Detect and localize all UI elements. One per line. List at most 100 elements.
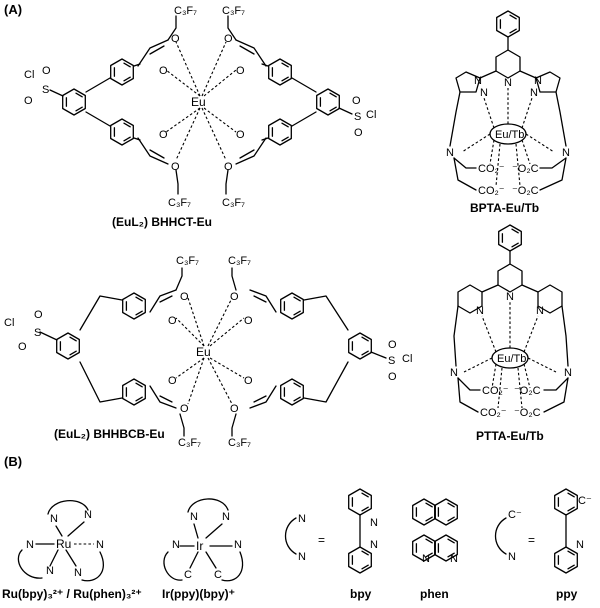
o-atom: O — [42, 65, 51, 77]
bptta-structure: N N N N N Eu/Tb N N CO₂⁻ CO₂⁻ ⁻O₂C ⁻O₂C … — [446, 10, 570, 215]
c3f7-group: C₃F₇ — [174, 5, 197, 17]
carboxylate-group: CO₂⁻ — [478, 163, 505, 175]
eutb-atom: Eu/Tb — [497, 353, 526, 365]
n-atom: N — [536, 305, 544, 317]
n-atom: N — [234, 539, 242, 551]
n-atom: N — [450, 553, 458, 565]
n-atom: N — [564, 367, 572, 379]
ppy-label: ppy — [556, 587, 578, 601]
bhhct-eu-structure: Eu O O C₃F₇ O O C₃F₇ O O C₃F₇ O O C₃F — [24, 5, 376, 229]
o-atom: O — [180, 403, 189, 415]
c3f7-group: C₃F₇ — [228, 437, 251, 449]
c-atom: C — [184, 569, 192, 581]
n-atom: N — [530, 87, 538, 99]
cminus-atom: C⁻ — [508, 509, 522, 521]
o-atom: O — [24, 95, 33, 107]
carboxylate-group: CO₂⁻ — [480, 407, 507, 419]
o-atom: O — [388, 371, 397, 383]
o-atom: O — [34, 309, 43, 321]
o-atom: O — [224, 33, 233, 45]
o-atom: O — [236, 129, 245, 141]
ir-complex-label: Ir(ppy)(bpy)⁺ — [162, 587, 235, 601]
n-atom: N — [446, 147, 454, 159]
c3f7-group: C₃F₇ — [222, 197, 245, 209]
n-atom: N — [96, 539, 104, 551]
o-atom: O — [244, 315, 253, 327]
cl-atom: Cl — [4, 317, 14, 329]
n-atom: N — [562, 147, 570, 159]
n-atom: N — [534, 75, 542, 87]
o-atom: O — [159, 65, 168, 77]
n-atom: N — [474, 75, 482, 87]
n-atom: N — [370, 539, 378, 551]
n-atom: N — [576, 539, 584, 551]
o-atom: O — [244, 375, 253, 387]
cl-atom: Cl — [24, 69, 34, 81]
n-atom: N — [298, 551, 306, 563]
o-atom: O — [388, 339, 397, 351]
ptta-label: PTTA-Eu/Tb — [476, 429, 544, 443]
o-atom: O — [168, 315, 177, 327]
n-atom: N — [46, 565, 54, 577]
s-atom: S — [388, 355, 395, 367]
carboxylate-group: CO₂⁻ — [478, 185, 505, 197]
n-atom: N — [504, 77, 512, 89]
o-atom: O — [230, 403, 239, 415]
cminus-atom: C⁻ — [578, 495, 592, 507]
c3f7-group: C₃F₇ — [176, 255, 199, 267]
c-atom: C — [214, 569, 222, 581]
ppy-ligand: C⁻ N = C⁻ N ppy — [494, 488, 592, 601]
carboxylate-group: CO₂⁻ — [482, 385, 509, 397]
n-atom: N — [190, 511, 198, 523]
ru-complex-structure: Ru N N N N N N Ru(bpy)₃²⁺ / Ru(phen)₃²⁺ — [2, 500, 142, 601]
n-atom: N — [222, 511, 230, 523]
bpy-label: bpy — [350, 587, 372, 601]
n-atom: N — [84, 509, 92, 521]
o-atom: O — [168, 375, 177, 387]
c3f7-group: C₃F₇ — [168, 197, 191, 209]
n-atom: N — [480, 87, 488, 99]
panel-b-label: (B) — [4, 454, 22, 469]
ptta-structure: N N N Eu/Tb N N CO₂⁻ CO₂⁻ ⁻O₂C ⁻O₂C PTTA… — [450, 224, 572, 443]
ir-atom: Ir — [196, 539, 203, 553]
o-atom: O — [352, 95, 361, 107]
eu-atom: Eu — [191, 95, 206, 109]
o-atom: O — [18, 341, 27, 353]
bpy-ligand: N N = N N bpy — [284, 488, 378, 601]
n-atom: N — [50, 513, 58, 525]
n-atom: N — [476, 305, 484, 317]
cl-atom: Cl — [366, 109, 376, 121]
o-atom: O — [236, 65, 245, 77]
n-atom: N — [74, 567, 82, 579]
n-atom: N — [506, 291, 514, 303]
phen-ligand: N N phen — [412, 498, 458, 601]
c3f7-group: C₃F₇ — [178, 437, 201, 449]
n-atom: N — [422, 553, 430, 565]
eu-atom: Eu — [196, 345, 211, 359]
eutb-atom: Eu/Tb — [495, 129, 524, 141]
n-atom: N — [298, 513, 306, 525]
phen-label: phen — [420, 587, 449, 601]
bptta-label: BPTA-Eu/Tb — [470, 201, 539, 215]
o-atom: O — [180, 291, 189, 303]
n-atom: N — [26, 539, 34, 551]
o-atom: O — [171, 33, 180, 45]
o-atom: O — [354, 127, 363, 139]
panel-a-label: (A) — [4, 2, 22, 17]
ru-atom: Ru — [56, 537, 71, 551]
ru-complex-label: Ru(bpy)₃²⁺ / Ru(phen)₃²⁺ — [2, 587, 142, 601]
carboxylate-group: ⁻O₂C — [512, 163, 539, 175]
cl-atom: Cl — [402, 353, 412, 365]
c3f7-group: C₃F₇ — [222, 5, 245, 17]
n-atom: N — [450, 367, 458, 379]
equals-sign: = — [318, 533, 325, 547]
n-atom: N — [172, 539, 180, 551]
carboxylate-group: ⁻O₂C — [514, 407, 541, 419]
bhhct-eu-label: (EuL₂) BHHCT-Eu — [112, 215, 212, 229]
o-atom: O — [224, 161, 233, 173]
o-atom: O — [230, 291, 239, 303]
s-atom: S — [354, 111, 361, 123]
bhhbcb-eu-label: (EuL₂) BHHBCB-Eu — [54, 427, 165, 441]
carboxylate-group: ⁻O₂C — [514, 385, 541, 397]
